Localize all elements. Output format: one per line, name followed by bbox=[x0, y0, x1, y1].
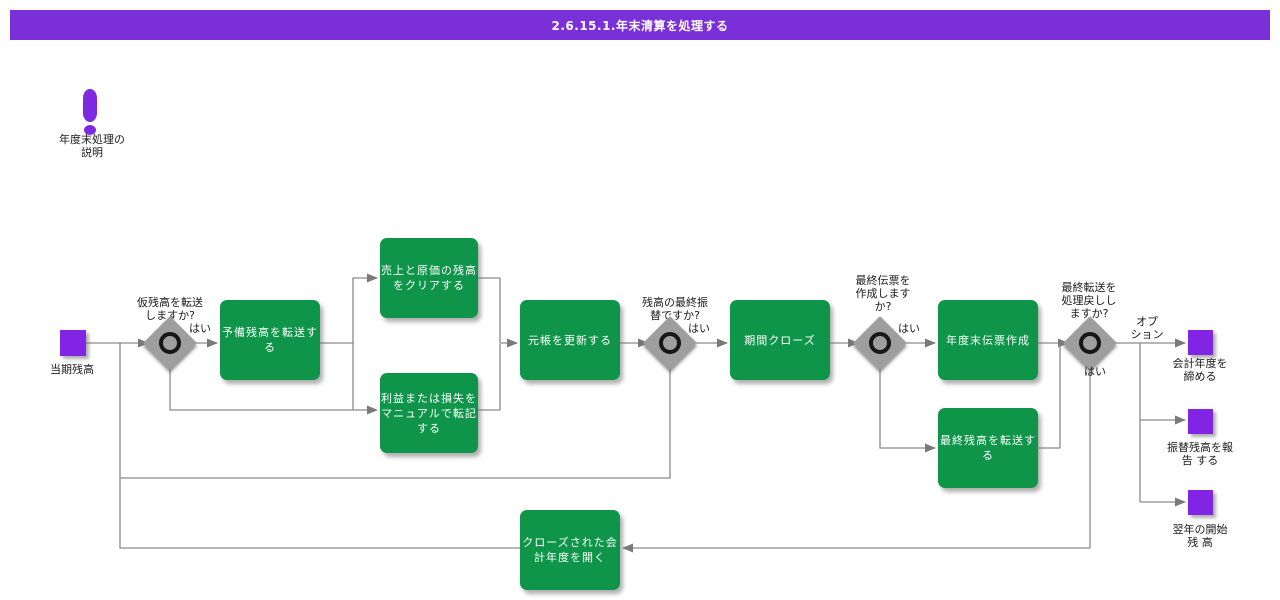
gateway-question-label: 残高の最終振 替ですか? bbox=[642, 296, 708, 322]
task-open-closed-fiscal-year[interactable]: クローズされた会 計年度を開く bbox=[520, 510, 620, 590]
yes-label: はい bbox=[688, 322, 710, 335]
start-event-current-balance[interactable] bbox=[60, 330, 86, 356]
gateway-circle-icon bbox=[1074, 327, 1106, 359]
gateway-circle-icon bbox=[864, 327, 896, 359]
exclamation-dot bbox=[84, 125, 96, 135]
task-transfer-final-balance[interactable]: 最終残高を転送す る bbox=[938, 408, 1038, 488]
task-clear-sales-cost-balance[interactable]: 売上と原価の残高 をクリアする bbox=[380, 238, 478, 318]
task-year-end-document[interactable]: 年度末伝票作成 bbox=[938, 300, 1038, 380]
task-transfer-reserve-balance[interactable]: 予備残高を転送す る bbox=[220, 300, 320, 380]
gateway-circle-icon bbox=[654, 327, 686, 359]
exclamation-bar bbox=[83, 89, 97, 122]
end-event-report-transfer-balance[interactable] bbox=[1188, 409, 1213, 434]
end-event-label: 会計年度を 締める bbox=[1172, 357, 1228, 383]
task-manual-post-profit-loss[interactable]: 利益または損失を マニュアルで転記 する bbox=[380, 373, 478, 453]
title-bar: 2.6.15.1.年末清算を処理する bbox=[10, 10, 1270, 40]
yes-label: はい bbox=[1084, 365, 1106, 378]
end-event-label: 翌年の開始 残 高 bbox=[1172, 523, 1228, 549]
gateway-circle-icon bbox=[154, 327, 186, 359]
gateway-question-label: 最終伝票を 作成します か? bbox=[855, 274, 911, 313]
option-label: オプ ション bbox=[1130, 315, 1164, 341]
end-event-label: 振替残高を報 告 する bbox=[1167, 441, 1233, 467]
task-period-close[interactable]: 期間クローズ bbox=[730, 300, 830, 380]
yes-label: はい bbox=[898, 322, 920, 335]
annotation-label: 年度末処理の 説明 bbox=[59, 133, 125, 159]
gateway-question-label: 最終転送を 処理戻しし ますか? bbox=[1061, 281, 1117, 320]
end-event-next-year-opening-balance[interactable] bbox=[1188, 490, 1213, 515]
start-event-label: 当期残高 bbox=[50, 363, 94, 376]
yes-label: はい bbox=[189, 322, 211, 335]
end-event-close-fiscal-year[interactable] bbox=[1188, 330, 1213, 355]
task-update-ledger[interactable]: 元帳を更新する bbox=[520, 300, 620, 380]
